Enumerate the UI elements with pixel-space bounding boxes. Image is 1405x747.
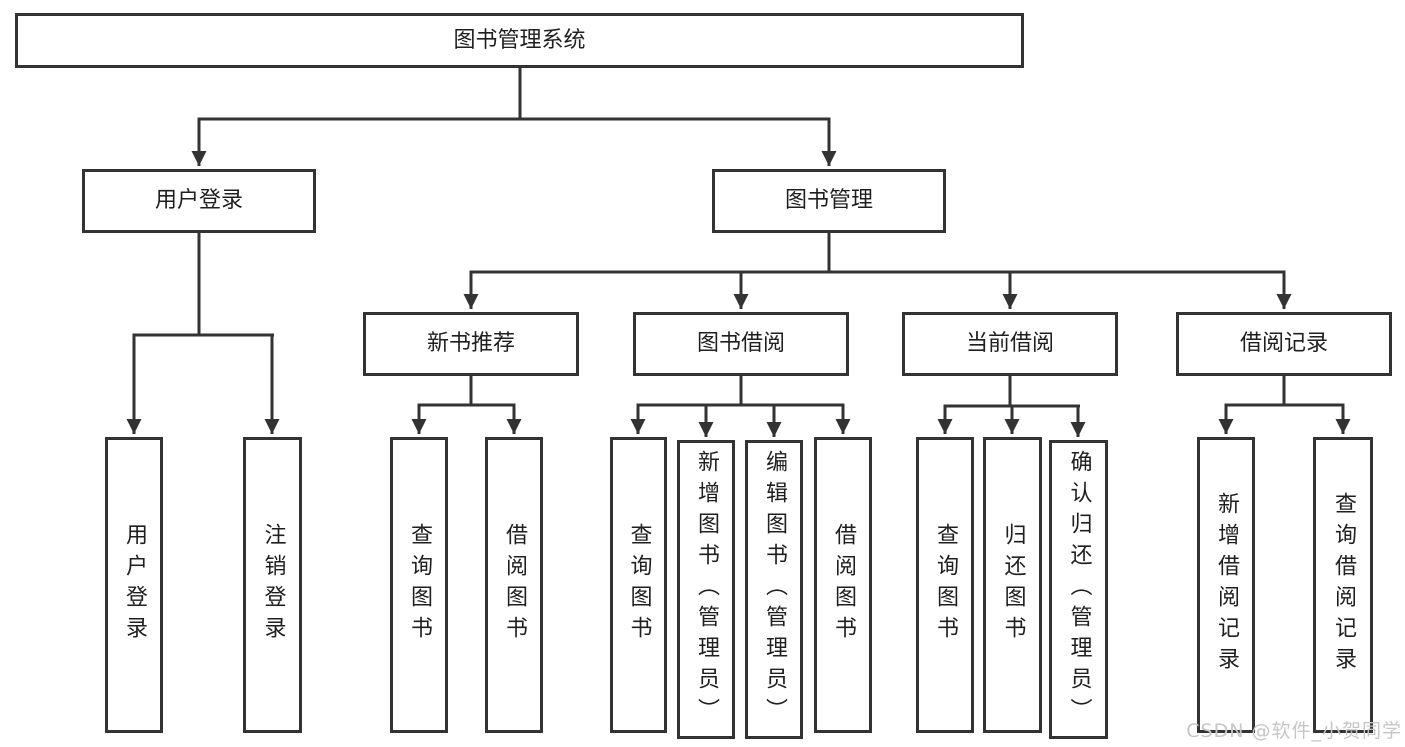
leaf-confirm-return-admin-label: 确认归还（管理员） — [1066, 450, 1092, 729]
connector-new-book-trunk — [417, 374, 516, 407]
leaf-edit-book-admin: 编辑图书（管理员） — [745, 440, 803, 739]
connector-user-login-trunk — [132, 231, 274, 337]
node-root-label: 图书管理系统 — [453, 27, 586, 53]
leaf-borrow-books-2-label: 借阅图书 — [831, 523, 856, 647]
leaf-return-book: 归还图书 — [983, 437, 1042, 733]
node-new-book-recommend: 新书推荐 — [363, 312, 579, 376]
node-current-borrow-label: 当前借阅 — [965, 331, 1054, 356]
leaf-query-books-2: 查询图书 — [610, 437, 667, 733]
node-borrow-records-label: 借阅记录 — [1239, 331, 1328, 356]
connector-current-borrow-trunk — [943, 374, 1080, 408]
watermark: CSDN @软件_小贺同学 — [1186, 720, 1402, 742]
leaf-add-book-admin-label: 新增图书（管理员） — [694, 450, 719, 729]
node-book-management: 图书管理 — [712, 169, 946, 233]
leaf-add-borrow-record: 新增借阅记录 — [1197, 437, 1255, 733]
leaf-edit-book-admin-label: 编辑图书（管理员） — [762, 450, 787, 729]
leaf-query-books-1-label: 查询图书 — [407, 523, 432, 647]
node-book-management-label: 图书管理 — [784, 188, 873, 213]
node-book-borrow-label: 图书借阅 — [696, 331, 785, 356]
connector-book-management-trunk — [469, 231, 1286, 274]
leaf-logout: 注销登录 — [243, 437, 302, 733]
leaf-user-login-label: 用户登录 — [122, 523, 147, 647]
leaf-user-login: 用户登录 — [105, 437, 163, 733]
leaf-borrow-books-1-label: 借阅图书 — [502, 523, 527, 647]
connector-borrow-records-trunk — [1224, 374, 1345, 407]
leaf-query-books-1: 查询图书 — [390, 437, 448, 733]
node-borrow-records: 借阅记录 — [1176, 312, 1392, 376]
connector-book-borrow-trunk — [636, 374, 845, 407]
leaf-borrow-books-1: 借阅图书 — [485, 437, 543, 733]
leaf-borrow-books-2: 借阅图书 — [814, 437, 872, 733]
node-root: 图书管理系统 — [15, 13, 1024, 68]
connector-root-trunk — [197, 67, 831, 121]
leaf-query-books-3-label: 查询图书 — [933, 523, 958, 647]
leaf-add-book-admin: 新增图书（管理员） — [677, 440, 735, 739]
node-current-borrow: 当前借阅 — [902, 312, 1118, 376]
leaf-confirm-return-admin: 确认归还（管理员） — [1049, 440, 1108, 739]
leaf-logout-label: 注销登录 — [260, 523, 286, 647]
leaf-query-books-3: 查询图书 — [916, 437, 974, 733]
node-book-borrow: 图书借阅 — [633, 312, 849, 376]
leaf-query-borrow-record-label: 查询借阅记录 — [1331, 492, 1356, 678]
leaf-add-borrow-record-label: 新增借阅记录 — [1214, 492, 1239, 678]
leaf-query-borrow-record: 查询借阅记录 — [1313, 437, 1373, 733]
leaf-return-book-label: 归还图书 — [1000, 523, 1026, 647]
node-new-book-recommend-label: 新书推荐 — [426, 331, 515, 356]
leaf-query-books-2-label: 查询图书 — [626, 523, 652, 647]
node-user-login-label: 用户登录 — [154, 188, 243, 213]
node-user-login: 用户登录 — [82, 169, 316, 233]
